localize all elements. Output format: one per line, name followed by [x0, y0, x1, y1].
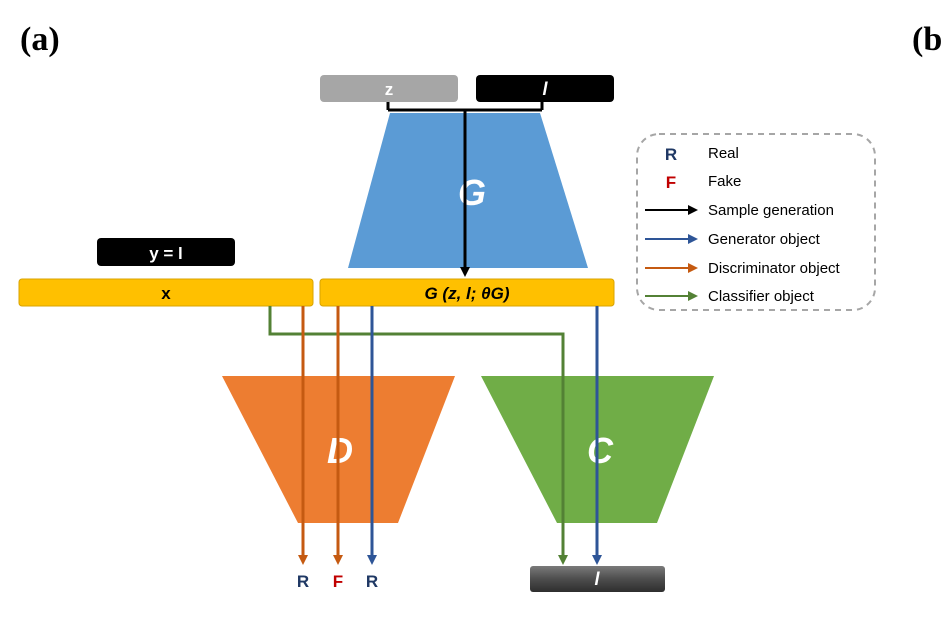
- legend-real-label: Real: [708, 145, 739, 162]
- generator-output-label: G (z, l; θG): [424, 284, 509, 303]
- panel-label-a: (a): [20, 21, 60, 58]
- generator-label: G: [458, 172, 486, 213]
- y-label-text: y = l: [149, 244, 183, 263]
- l-input-label: l: [542, 79, 548, 99]
- legend-generator-label: Generator object: [708, 231, 821, 248]
- sample-generation-path: [386, 102, 544, 277]
- generator-shape: [348, 113, 588, 268]
- legend-sample-label: Sample generation: [708, 202, 834, 219]
- output-real-2: R: [366, 572, 378, 591]
- output-l-box: l: [530, 566, 665, 592]
- legend-fake-label: Fake: [708, 173, 741, 190]
- z-input-label: z: [385, 80, 394, 99]
- classifier-label: C: [587, 430, 614, 471]
- output-l-label: l: [594, 569, 600, 589]
- legend: R Real F Fake Sample generation Generato…: [636, 133, 876, 311]
- y-label-box: y = l: [97, 238, 235, 266]
- output-fake: F: [333, 572, 343, 591]
- legend-fake-symbol: F: [666, 173, 676, 192]
- generator-output-bar: G (z, l; θG): [319, 278, 615, 307]
- classifier-object-arrow: [268, 306, 568, 565]
- discriminator-label: D: [327, 430, 353, 471]
- x-bar-label: x: [161, 284, 171, 303]
- output-real-1: R: [297, 572, 309, 591]
- legend-discriminator-label: Discriminator object: [708, 260, 841, 277]
- panel-label-b: (b: [912, 21, 942, 58]
- l-input-box: l: [476, 75, 614, 102]
- legend-classifier-label: Classifier object: [708, 288, 815, 305]
- x-bar: x: [18, 278, 314, 307]
- legend-real-symbol: R: [665, 145, 677, 164]
- z-input-box: z: [320, 75, 458, 102]
